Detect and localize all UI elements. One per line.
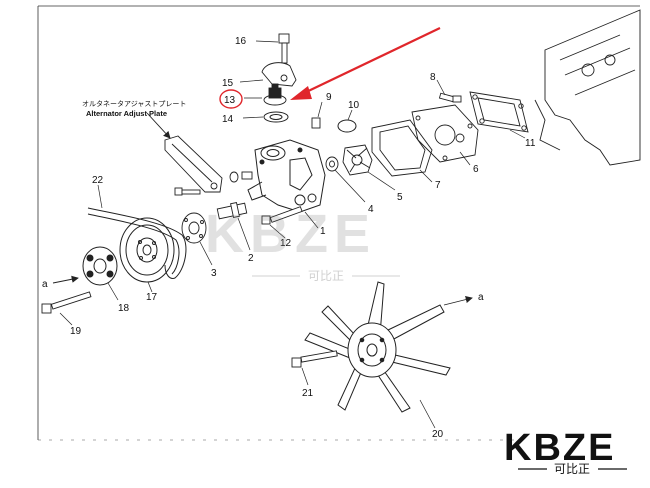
label-1: 1 (320, 226, 326, 237)
logo-sub: 可比正 (554, 462, 590, 476)
label-2: 2 (248, 253, 254, 264)
label-16: 16 (235, 36, 247, 47)
gasket-11 (469, 91, 529, 133)
bolt-8 (438, 92, 462, 103)
caption-en: Alternator Adjust Plate (86, 109, 167, 118)
label-7: 7 (435, 180, 441, 191)
engine-block (534, 9, 641, 166)
label-4: 4 (368, 204, 374, 215)
label-9: 9 (326, 92, 332, 103)
highlight-circle (219, 89, 243, 109)
label-8: 8 (430, 72, 436, 83)
pulley-17 (119, 217, 175, 283)
logo-brand: KBZE (504, 427, 615, 469)
fan-belt-22 (87, 207, 187, 279)
brand-logo: KBZE 可比正 (504, 427, 627, 476)
label-21: 21 (302, 388, 314, 399)
label-12: 12 (280, 238, 292, 249)
arrow-a-left (52, 275, 79, 284)
spacer-18 (82, 246, 118, 286)
label-5: 5 (397, 192, 403, 203)
impeller-5 (342, 144, 373, 176)
plug-9 (311, 117, 321, 129)
label-17: 17 (146, 292, 158, 303)
bolt-21 (291, 350, 338, 368)
label-13: 13 (224, 95, 236, 106)
label-3: 3 (211, 268, 217, 279)
bolt-19 (41, 291, 92, 314)
watermark-brand: KBZE (205, 204, 376, 264)
fan-20 (304, 281, 451, 413)
arrow-label-left: a (42, 279, 48, 290)
label-6: 6 (473, 164, 479, 175)
water-pump-body-1 (247, 139, 326, 213)
washer-small (229, 171, 253, 183)
cover-6 (411, 104, 479, 163)
hub-3 (181, 212, 207, 244)
alternator-adjust-plate (164, 135, 223, 193)
thermostat-cover-15 (261, 62, 297, 87)
label-22: 22 (92, 175, 104, 186)
watermark: KBZE 可比正 (205, 204, 400, 283)
bolt-16 (278, 33, 290, 64)
seal-4 (325, 156, 339, 172)
label-19: 19 (70, 326, 82, 337)
gasket-14 (263, 111, 289, 123)
caption-jp: オルタネータアジャストプレート (82, 99, 186, 108)
watermark-sub: 可比正 (308, 269, 344, 283)
bolt-12 (261, 206, 303, 225)
label-20: 20 (432, 429, 444, 440)
gasket-7 (371, 119, 433, 177)
highlight-arrow (290, 27, 441, 100)
label-18: 18 (118, 303, 130, 314)
o-ring-10 (337, 119, 357, 133)
label-10: 10 (348, 100, 360, 111)
shaft-2 (216, 201, 248, 220)
arrow-label-right: a (478, 292, 484, 303)
label-11: 11 (525, 138, 536, 149)
arrow-a-right (443, 296, 473, 306)
plate-bolt (174, 187, 201, 196)
thermostat-13 (263, 83, 287, 106)
label-14: 14 (222, 114, 234, 125)
label-15: 15 (222, 78, 234, 89)
